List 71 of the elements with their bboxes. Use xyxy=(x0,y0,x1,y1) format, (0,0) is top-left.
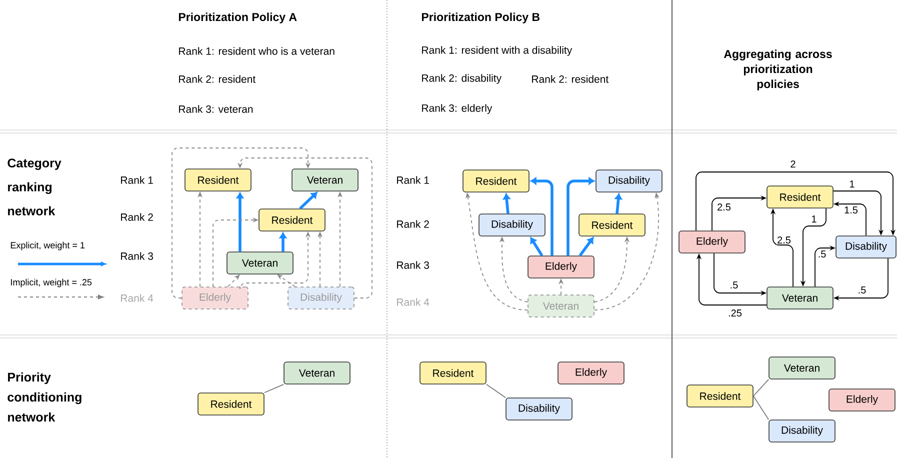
arrow xyxy=(299,192,318,210)
rank-rule: Rank 2: disability xyxy=(422,74,502,84)
rank-rule: Rank 3: veteran xyxy=(179,105,253,113)
category-box: Resident xyxy=(766,186,834,208)
category-box: Elderly xyxy=(558,362,624,384)
weight-label: 1.5 xyxy=(843,206,859,214)
rank-label: Rank 3 xyxy=(397,261,429,269)
category-box: Veteran xyxy=(766,286,834,310)
category-box: Disability xyxy=(836,236,896,258)
category-box: Elderly xyxy=(828,388,896,412)
category-box: Elderly xyxy=(678,230,746,254)
weight-label: 2 xyxy=(789,160,797,168)
arrow xyxy=(530,237,544,256)
rank-label: Rank 2 xyxy=(121,213,153,221)
rank-label: Rank 1 xyxy=(121,176,153,184)
legend-text: Explicit, weight = 1 xyxy=(10,242,85,250)
arrow xyxy=(280,232,287,252)
rank-rule: Rank 1: resident who is a veteran xyxy=(179,47,334,55)
category-box: Disability xyxy=(506,398,572,420)
category-box: Veteran xyxy=(292,168,358,192)
weight-label: .5 xyxy=(817,250,827,258)
category-box: Resident xyxy=(184,168,252,192)
weight-label: 2.5 xyxy=(716,202,732,212)
weight-label: 1 xyxy=(810,214,818,224)
connector-line xyxy=(264,384,284,394)
category-box: Disability xyxy=(596,170,662,192)
category-box: Veteran xyxy=(284,362,350,384)
rank-label: Rank 4 xyxy=(397,298,430,306)
category-box: Veteran xyxy=(768,356,836,380)
rank-label: Rank 3 xyxy=(121,252,153,260)
category-box: Disability xyxy=(478,214,546,236)
category-box: Elderly xyxy=(182,286,248,310)
category-box: Resident xyxy=(462,170,530,192)
legend-text: Implicit, weight = .25 xyxy=(11,278,92,288)
connector-line xyxy=(752,378,770,396)
arrow xyxy=(172,148,311,298)
arrow xyxy=(614,193,622,214)
category-box: Veteran xyxy=(528,294,594,318)
category-box: Resident xyxy=(258,208,326,232)
row-heading: Priority conditioning network xyxy=(8,372,82,422)
row-heading: Category ranking network xyxy=(8,158,62,216)
connector-line xyxy=(486,384,506,398)
rank-label: Rank 2 xyxy=(397,220,429,228)
arrow xyxy=(566,178,595,256)
weight-label: .5 xyxy=(729,280,739,290)
weight-label: .5 xyxy=(857,286,867,294)
rank-rule: Rank 3: elderly xyxy=(422,104,492,114)
rank-rule: Rank 1: resident with a disability xyxy=(422,46,572,56)
arrow xyxy=(236,192,244,252)
rank-label: Rank 4 xyxy=(121,294,154,302)
column-heading: Aggregating across prioritization policies xyxy=(724,50,832,90)
category-box: Resident xyxy=(198,392,264,416)
weight-label: 1 xyxy=(848,180,856,188)
rank-label: Rank 1 xyxy=(397,176,429,184)
weight-label: 2.5 xyxy=(776,236,792,244)
category-box: Resident xyxy=(686,384,754,408)
rank-rule: Rank 2: resident xyxy=(532,75,609,83)
category-box: Resident xyxy=(420,362,486,384)
category-box: Veteran xyxy=(226,252,294,274)
column-heading: Prioritization Policy B xyxy=(422,12,540,24)
weight-label: .25 xyxy=(727,308,743,318)
arrow xyxy=(503,193,510,214)
connector-line xyxy=(752,396,770,420)
category-box: Disability xyxy=(288,286,354,310)
category-box: Resident xyxy=(578,214,646,236)
arrow xyxy=(530,178,554,256)
rank-rule: Rank 2: resident xyxy=(179,75,256,83)
category-box: Disability xyxy=(768,420,836,442)
category-box: Elderly xyxy=(528,256,594,278)
column-heading: Prioritization Policy A xyxy=(178,12,297,24)
arrow xyxy=(578,237,594,256)
